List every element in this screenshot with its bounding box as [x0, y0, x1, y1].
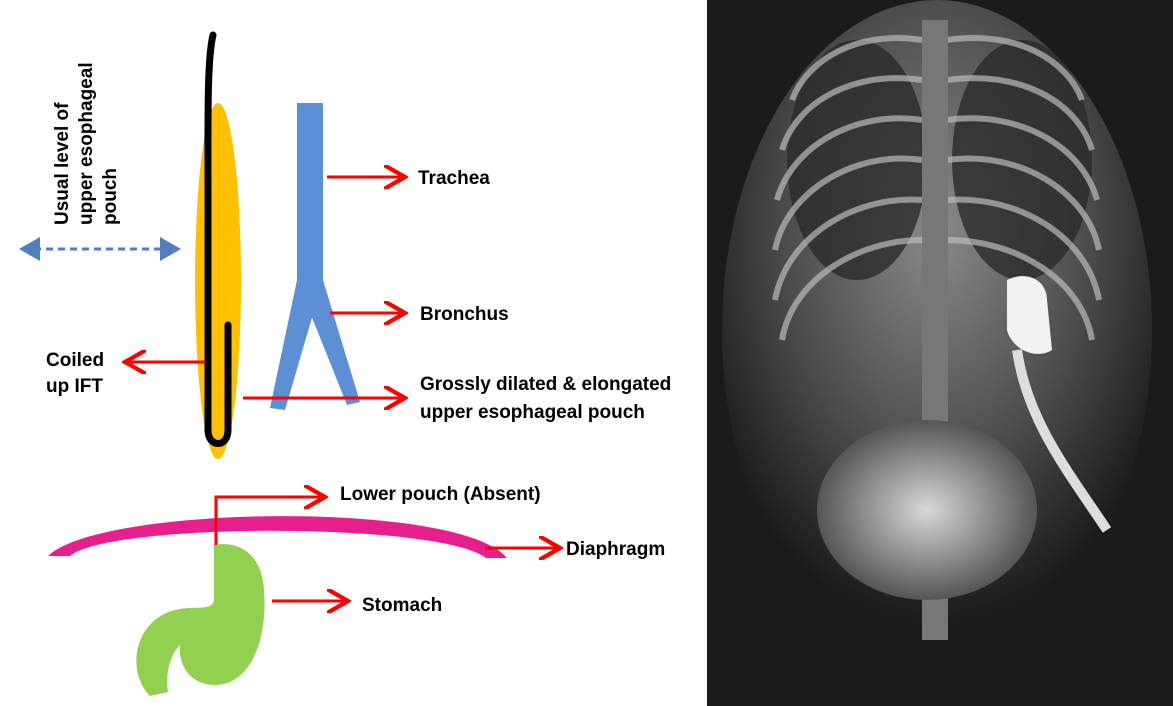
pouch-label-line-1: Grossly dilated & elongated	[420, 374, 671, 395]
lower-pouch-label: Lower pouch (Absent)	[340, 484, 541, 505]
xray-image	[707, 0, 1173, 706]
diaphragm-label: Diaphragm	[566, 539, 665, 560]
trachea-label: Trachea	[418, 168, 490, 189]
stomach-shape	[136, 544, 265, 696]
usual-level-line-2: upper esophageal	[76, 62, 97, 225]
stomach-label: Stomach	[362, 595, 442, 616]
usual-level-line-3: pouch	[100, 168, 121, 225]
contrast-pouch	[1007, 276, 1052, 354]
trachea-shape	[270, 103, 360, 410]
bronchus-label: Bronchus	[420, 304, 509, 325]
coiled-tube	[204, 31, 232, 447]
arrows	[128, 177, 557, 601]
upper-esophageal-pouch	[195, 103, 241, 459]
coiled-label-line-1: Coiled	[46, 350, 104, 371]
tube-shadow	[1012, 349, 1112, 533]
usual-level-line-1: Usual level of	[52, 102, 73, 225]
usual-level-label: Usual level of upper esophageal pouch	[52, 62, 121, 225]
pouch-label-line-2: upper esophageal pouch	[420, 402, 645, 423]
bowel-gas	[817, 420, 1037, 600]
ribs	[772, 35, 1102, 341]
schematic-diagram: Usual level of upper esophageal pouch Tr…	[19, 31, 671, 696]
coiled-label-line-2: up IFT	[46, 376, 103, 397]
diaphragm-shape	[48, 516, 507, 558]
